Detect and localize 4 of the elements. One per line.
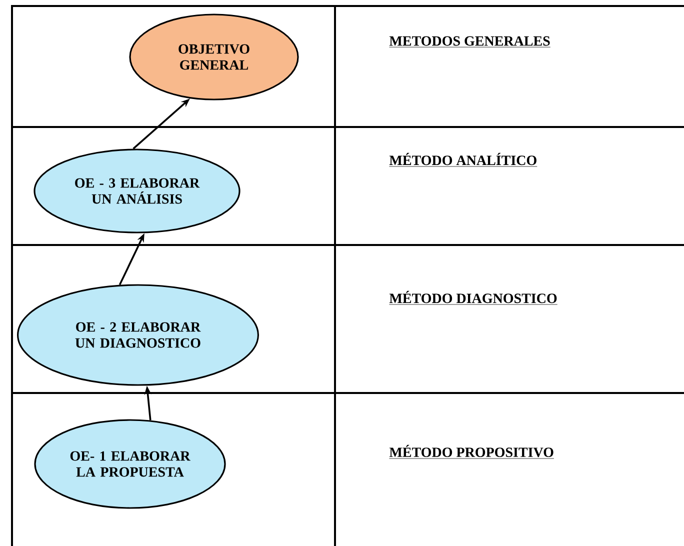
method-heading: METODOS GENERALES (389, 36, 551, 48)
method-heading: MÉTODO PROPOSITIVO (389, 444, 554, 459)
method-heading: MÉTODO ANALÍTICO (389, 152, 538, 167)
method-heading: MÉTODO DIAGNOSTICO (389, 290, 558, 305)
